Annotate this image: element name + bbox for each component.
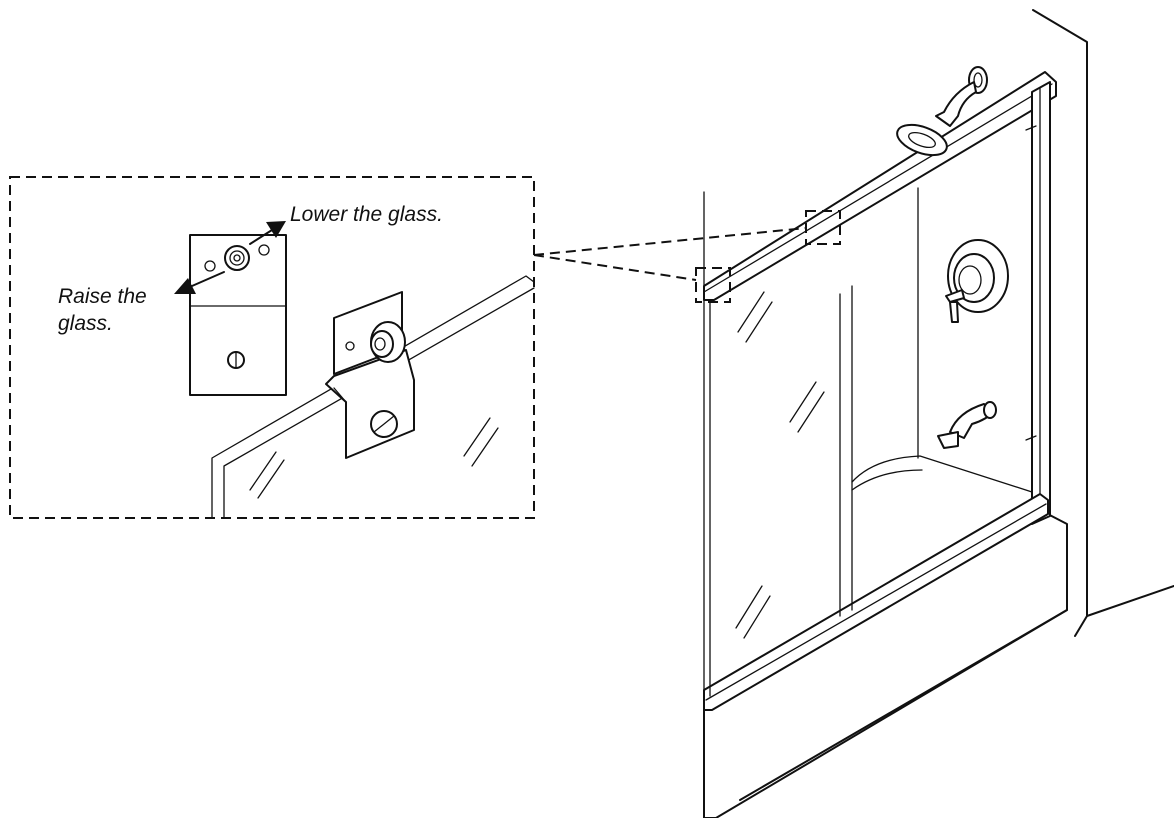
lower-glass-label: Lower the glass. (290, 203, 443, 226)
roller-detail-marker-right (805, 210, 841, 245)
detail-leader-lines (533, 227, 807, 281)
adjustment-plate-front-view (189, 234, 287, 396)
roller-detail-marker-left (695, 267, 731, 303)
roller-hanger-bracket (325, 291, 415, 459)
raise-glass-label-line2: glass. (58, 312, 113, 335)
tub-interior (851, 455, 1033, 521)
bathroom-wall (1032, 9, 1174, 637)
tub-spout-icon (937, 401, 997, 449)
inner-sliding-glass-panel (839, 285, 853, 617)
detail-callout-frame (9, 176, 535, 519)
raise-glass-arrow (174, 271, 225, 294)
top-header-rail (703, 71, 1057, 301)
raise-glass-label-line1: Raise the (58, 285, 147, 308)
detail-glass-panel (211, 275, 535, 519)
shower-head-icon (896, 66, 988, 157)
shower-valve-handle-icon (945, 239, 1009, 323)
lower-glass-arrow (249, 221, 286, 245)
right-side-jamb (1025, 81, 1051, 525)
bottom-track (703, 493, 1049, 711)
outer-sliding-glass-panel (709, 291, 825, 697)
